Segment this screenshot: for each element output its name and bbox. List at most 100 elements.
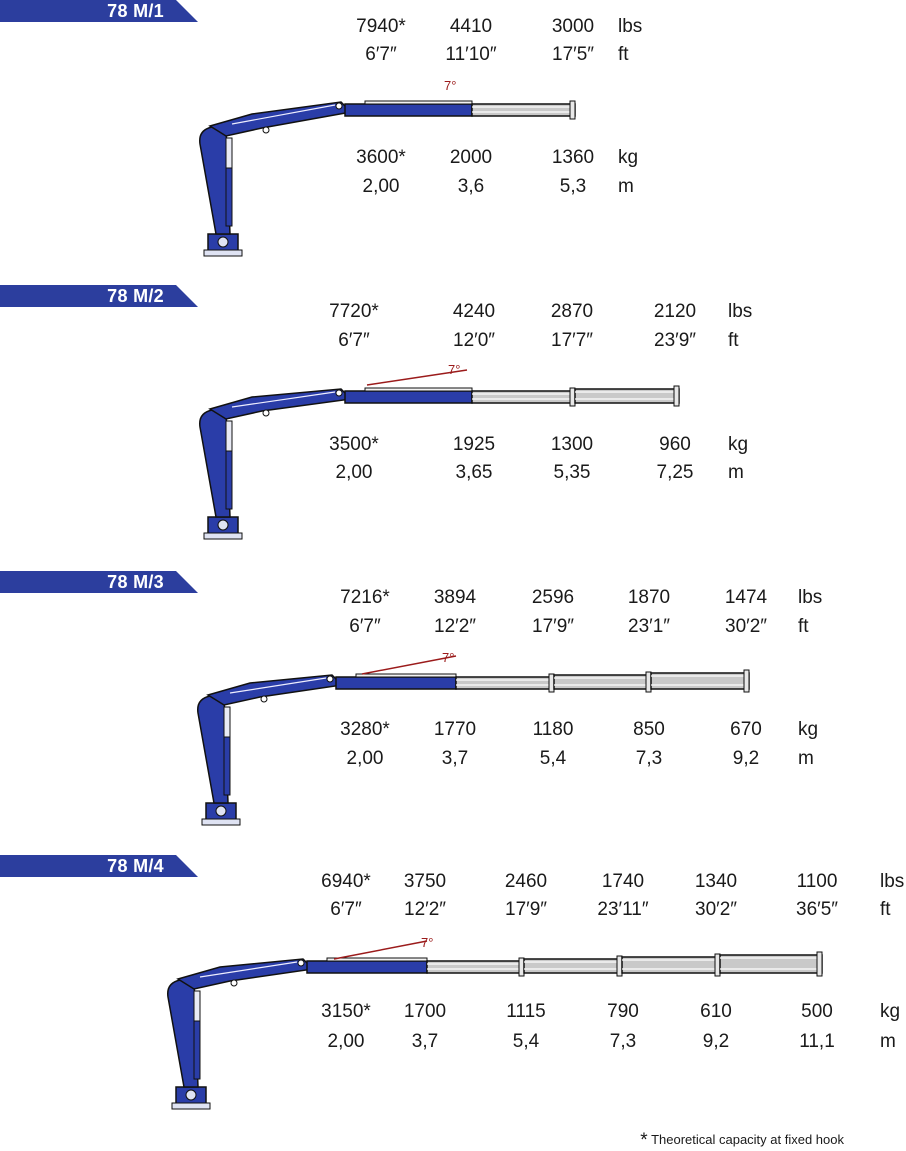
m-value: 5,4	[512, 1031, 540, 1052]
m-value: 7,3	[635, 748, 663, 769]
m-unit-label: m	[728, 462, 744, 483]
kg-value: 670	[730, 719, 762, 740]
lbs-value: 1474	[724, 587, 768, 608]
model-name: 78 M/1	[107, 1, 164, 21]
angle-line	[361, 655, 457, 675]
slew-circle	[217, 236, 229, 248]
model-banner: 78 M/3	[0, 571, 198, 593]
m-value: 7,3	[609, 1031, 637, 1052]
ft-value: 23′11″	[597, 899, 649, 920]
kg-value: 790	[607, 1001, 639, 1022]
m-value: 2,00	[327, 1031, 365, 1052]
crane-foot	[203, 249, 243, 257]
m-value: 9,2	[732, 748, 760, 769]
angle-label: 7°	[421, 935, 433, 950]
m-value: 9,2	[702, 1031, 730, 1052]
lbs-unit-label: lbs	[728, 301, 753, 322]
m-value: 5,3	[559, 176, 587, 197]
kg-value: 3600*	[356, 147, 406, 168]
model-name: 78 M/3	[107, 572, 164, 592]
outer-boom	[344, 103, 473, 117]
ft-value: 6′7″	[330, 899, 362, 920]
ft-value: 17′7″	[551, 330, 593, 351]
slew-circle	[217, 519, 229, 531]
lbs-value: 4240	[452, 301, 496, 322]
m-value: 7,25	[656, 462, 694, 483]
lbs-unit-label: lbs	[880, 871, 905, 892]
m-value: 3,65	[455, 462, 493, 483]
lbs-unit-label: lbs	[798, 587, 823, 608]
inner-boom	[176, 958, 315, 990]
lbs-value: 1740	[601, 871, 645, 892]
lbs-value: 7216*	[340, 587, 390, 608]
crane-drawing: 7°	[197, 650, 750, 826]
model-banner: 78 M/4	[0, 855, 198, 877]
lbs-value: 7940*	[356, 16, 406, 37]
footnote-star: *	[640, 1130, 648, 1151]
lbs-value: 2596	[531, 587, 575, 608]
ft-value: 6′7″	[349, 616, 381, 637]
slew-circle	[215, 805, 227, 817]
m-value: 5,35	[553, 462, 591, 483]
kg-value: 1770	[433, 719, 477, 740]
kg-value: 1180	[532, 719, 574, 740]
ft-value: 17′5″	[552, 44, 594, 65]
m-value: 3,7	[411, 1031, 439, 1052]
lbs-unit-label: lbs	[618, 16, 643, 37]
kg-value: 3150*	[321, 1001, 371, 1022]
m-value: 11,1	[799, 1031, 835, 1052]
kg-value: 1300	[550, 434, 594, 455]
ft-value: 17′9″	[532, 616, 574, 637]
boom-extension	[523, 958, 623, 974]
model-name: 78 M/4	[107, 856, 164, 876]
kg-unit-label: kg	[728, 434, 749, 455]
crane-foot	[201, 818, 241, 826]
kg-value: 1700	[403, 1001, 447, 1022]
crane-foot	[171, 1102, 211, 1110]
crane-illustration: 7°	[197, 650, 750, 826]
ft-value: 6′7″	[365, 44, 397, 65]
lbs-value: 3750	[403, 871, 447, 892]
m-unit-label: m	[798, 748, 814, 769]
m-value: 2,00	[346, 748, 384, 769]
model-banner: 78 M/2	[0, 285, 198, 307]
lbs-value: 2870	[550, 301, 594, 322]
m-value: 3,6	[457, 176, 485, 197]
boom-extension	[471, 103, 576, 117]
boom-extension	[553, 674, 652, 690]
inner-boom	[206, 674, 344, 706]
crane-illustration: 7°	[167, 935, 823, 1110]
lbs-value: 1870	[627, 587, 671, 608]
ft-value: 12′2″	[434, 616, 476, 637]
boom-extension	[426, 960, 525, 974]
crane-drawing: 7°	[167, 935, 823, 1110]
ft-value: 36′5″	[796, 899, 838, 920]
kg-value: 500	[801, 1001, 833, 1022]
kg-value: 610	[700, 1001, 732, 1022]
crane-column	[199, 125, 231, 235]
m-value: 2,00	[362, 176, 400, 197]
ft-value: 17′9″	[505, 899, 547, 920]
ft-value: 6′7″	[338, 330, 370, 351]
kg-value: 1925	[452, 434, 496, 455]
lbs-value: 2460	[504, 871, 548, 892]
outer-boom	[344, 390, 473, 404]
lbs-value: 2120	[653, 301, 697, 322]
kg-unit-label: kg	[880, 1001, 901, 1022]
lbs-value: 1340	[694, 871, 738, 892]
ft-value: 11′10″	[445, 44, 497, 65]
ft-unit-label: ft	[618, 44, 629, 65]
lbs-value: 4410	[449, 16, 493, 37]
angle-label: 7°	[444, 78, 456, 93]
kg-value: 3500*	[329, 434, 379, 455]
ft-unit-label: ft	[880, 899, 891, 920]
crane-column	[167, 978, 199, 1088]
kg-value: 3280*	[340, 719, 390, 740]
kg-unit-label: kg	[798, 719, 819, 740]
crane-column	[199, 408, 231, 518]
ft-value: 30′2″	[695, 899, 737, 920]
lbs-value: 7720*	[329, 301, 379, 322]
